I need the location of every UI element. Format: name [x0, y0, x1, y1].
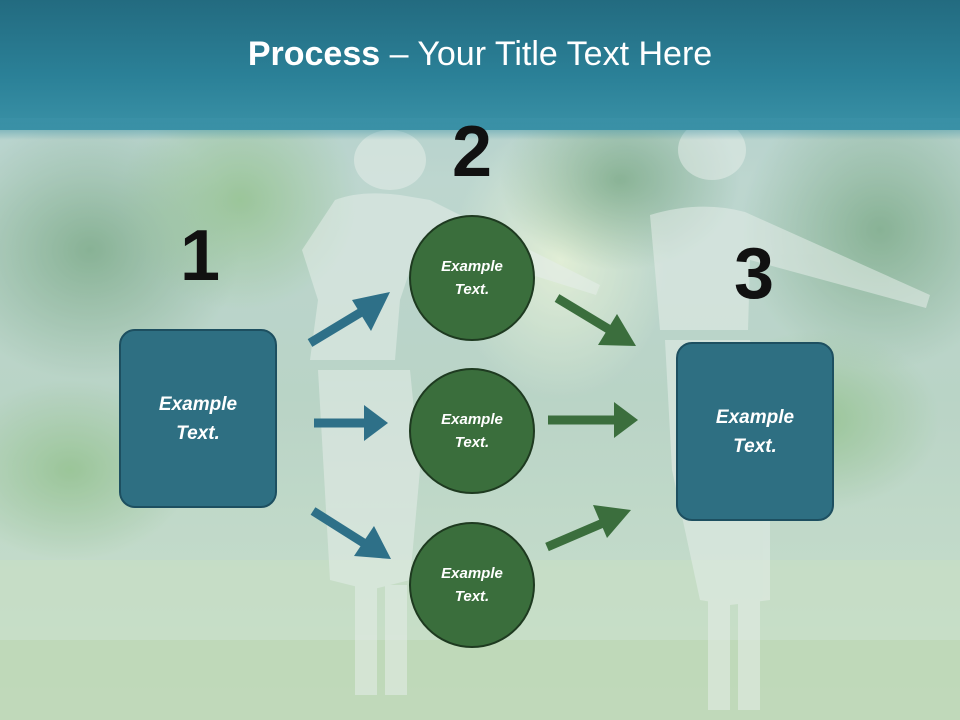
process-circle-middle: Example Text.: [409, 368, 535, 494]
step-number-1: 1: [179, 216, 221, 296]
arrow-to-top-circle: [307, 292, 390, 347]
output-box-label: Example Text.: [715, 406, 795, 457]
arrow-from-top-circle: [554, 294, 636, 346]
output-box: Example Text.: [676, 342, 834, 521]
title-rest: – Your Title Text Here: [380, 34, 713, 73]
title-bar-fade: [0, 118, 960, 140]
title-bold: Process: [247, 34, 381, 73]
title-bar: Process – Your Title Text Here: [0, 0, 960, 130]
process-circle-top-label: Example Text.: [441, 258, 503, 298]
process-circle-middle-label: Example Text.: [441, 411, 503, 451]
slide-title: Process – Your Title Text Here: [248, 35, 712, 74]
arrow-to-bottom-circle: [310, 507, 391, 559]
input-box: Example Text.: [119, 329, 277, 508]
arrow-from-middle-circle: [548, 402, 638, 438]
step-number-3: 3: [733, 234, 775, 314]
input-box-label: Example Text.: [158, 393, 238, 444]
arrow-to-middle-circle: [314, 405, 388, 441]
process-circle-bottom: Example Text.: [409, 522, 535, 648]
step-number-2: 2: [451, 112, 493, 192]
process-circle-top: Example Text.: [409, 215, 535, 341]
process-circle-bottom-label: Example Text.: [441, 565, 503, 605]
arrow-from-bottom-circle: [545, 505, 631, 552]
